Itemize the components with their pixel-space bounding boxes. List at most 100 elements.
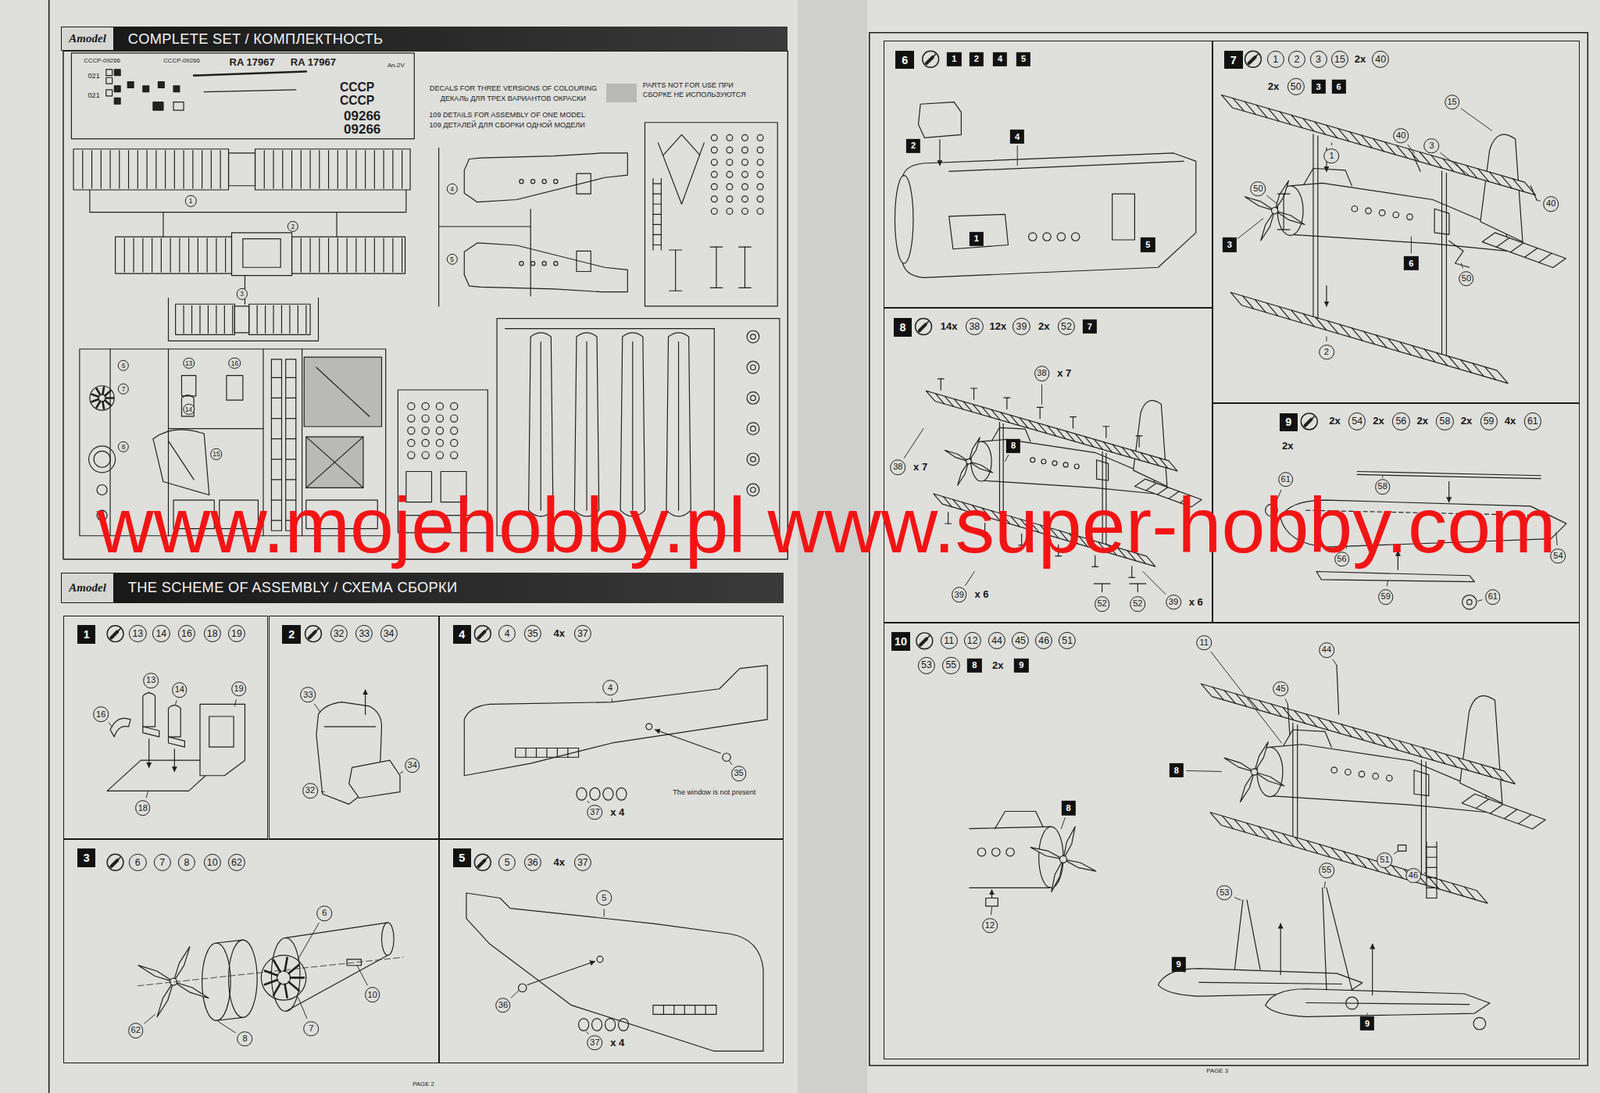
glue-icon: [1255, 53, 1259, 58]
leader-line: [1142, 571, 1166, 595]
quantity-text: 2x: [1327, 415, 1343, 428]
assembly-arrow: [364, 689, 366, 715]
assembly-drawing: [1343, 851, 1355, 865]
assembly-drawing: [1247, 696, 1259, 710]
parts-list-number: 62: [228, 853, 246, 872]
page-number: PAGE 3: [1206, 1068, 1229, 1075]
callout-number: 32: [302, 782, 318, 799]
sprue-drawing: [197, 238, 199, 272]
quantity-text: 2x: [1036, 320, 1052, 333]
sprue-drawing: [137, 150, 139, 189]
assembly-drawing: [1391, 865, 1403, 879]
sprue-drawing: [710, 134, 718, 141]
subassembly-number: 7: [1082, 319, 1097, 334]
assembly-drawing: [1221, 94, 1566, 383]
sprue-drawing: [142, 238, 143, 272]
assembly-drawing: [1384, 142, 1396, 155]
parts-list-number: 10: [203, 853, 222, 872]
assembly-drawing: [200, 703, 245, 775]
assembly-drawing: [1271, 829, 1283, 843]
sprue-drawing: [82, 150, 83, 189]
assembly-drawing: [273, 960, 281, 972]
assembly-drawing: [271, 937, 300, 1011]
sprue-drawing: [750, 457, 757, 463]
sprue-drawing: [228, 153, 256, 186]
quantity-text: 4x: [1503, 415, 1518, 428]
parts-list-number: 46: [1035, 632, 1053, 650]
glue-icon: [932, 53, 936, 58]
page-border: [48, 0, 50, 1093]
decal-sheet: [114, 69, 121, 76]
callout-number: 55: [1318, 862, 1335, 879]
leader-line: [1407, 144, 1415, 154]
assembly-drawing: [694, 1005, 696, 1015]
leader-line: [1183, 971, 1185, 973]
leader-line: [1424, 871, 1427, 874]
assembly-drawing: [1399, 740, 1411, 754]
parts-list-number: 5: [498, 853, 516, 872]
assembly-drawing: [1074, 464, 1079, 469]
assembly-drawing: [944, 450, 969, 461]
parts-list-number: 58: [1435, 412, 1454, 430]
leader-line: [108, 722, 113, 727]
sprue-drawing: [285, 417, 297, 419]
assembly-drawing: [1128, 577, 1136, 579]
assembly-drawing: [1303, 168, 1352, 186]
assembly-drawing: [1327, 321, 1339, 334]
assembly-drawing: [1222, 815, 1234, 829]
sprue-drawing: [104, 390, 111, 396]
assembly-drawing: [1336, 665, 1340, 715]
assembly-drawing: [137, 957, 404, 986]
assembly-drawing: [1052, 460, 1058, 466]
assembly-drawing: [1234, 819, 1246, 833]
callout-number: 13: [143, 672, 160, 689]
sprue-drawing: [439, 226, 532, 297]
parts-list-number: 3: [1309, 50, 1327, 68]
glue-icon: [1249, 57, 1256, 64]
sprue-drawing: [519, 261, 524, 266]
callout-number: 39: [951, 587, 968, 604]
assembly-drawing: [971, 387, 978, 389]
sprue-drawing: [146, 150, 147, 189]
part-number: 8: [117, 441, 129, 453]
assembly-drawing: [991, 409, 1000, 420]
assembly-drawing: [1375, 734, 1387, 747]
glue-icon: [474, 625, 491, 643]
sprue-drawing: [335, 212, 337, 237]
sprue-drawing: [188, 238, 190, 272]
assembly-drawing: [1039, 407, 1041, 418]
assembly-drawing: [972, 403, 982, 415]
assembly-drawing: [1210, 812, 1488, 904]
callout-number: 53: [1217, 885, 1233, 901]
sprue-drawing: [168, 428, 264, 429]
assembly-drawing: [1372, 138, 1384, 151]
assembly-drawing: [1260, 210, 1275, 241]
assembly-arrow: [1325, 285, 1327, 307]
callout-number: 7: [303, 1021, 320, 1037]
assembly-drawing: [1339, 324, 1351, 337]
assembly-drawing: [1003, 397, 1011, 399]
sprue-drawing: [73, 149, 229, 190]
sprue-drawing: [364, 238, 366, 272]
parts-list-number: 38: [965, 317, 983, 336]
subassembly-number: 5: [1140, 237, 1155, 252]
subassembly-number: 8: [1169, 763, 1184, 778]
assembly-drawing: [944, 396, 954, 407]
subassembly-number: 6: [1403, 256, 1418, 271]
parts-list-number: 37: [574, 853, 592, 872]
leader-line: [1386, 580, 1389, 586]
sprue-drawing: [285, 478, 297, 480]
assembly-drawing: [973, 388, 975, 400]
sprue-drawing: [421, 451, 429, 459]
callout-number: 62: [128, 1022, 144, 1039]
assembly-drawing: [1277, 228, 1290, 230]
sprue-drawing: [264, 150, 265, 189]
assembly-drawing: [1426, 887, 1437, 889]
assembly-drawing: [1093, 439, 1103, 450]
decal-sheet: [106, 89, 113, 97]
parts-list-number: 50: [1287, 78, 1305, 96]
assembly-drawing: [949, 214, 1009, 249]
sprue-drawing: [271, 417, 282, 419]
sprue-drawing: [710, 159, 718, 166]
sprue-drawing: [91, 399, 99, 402]
